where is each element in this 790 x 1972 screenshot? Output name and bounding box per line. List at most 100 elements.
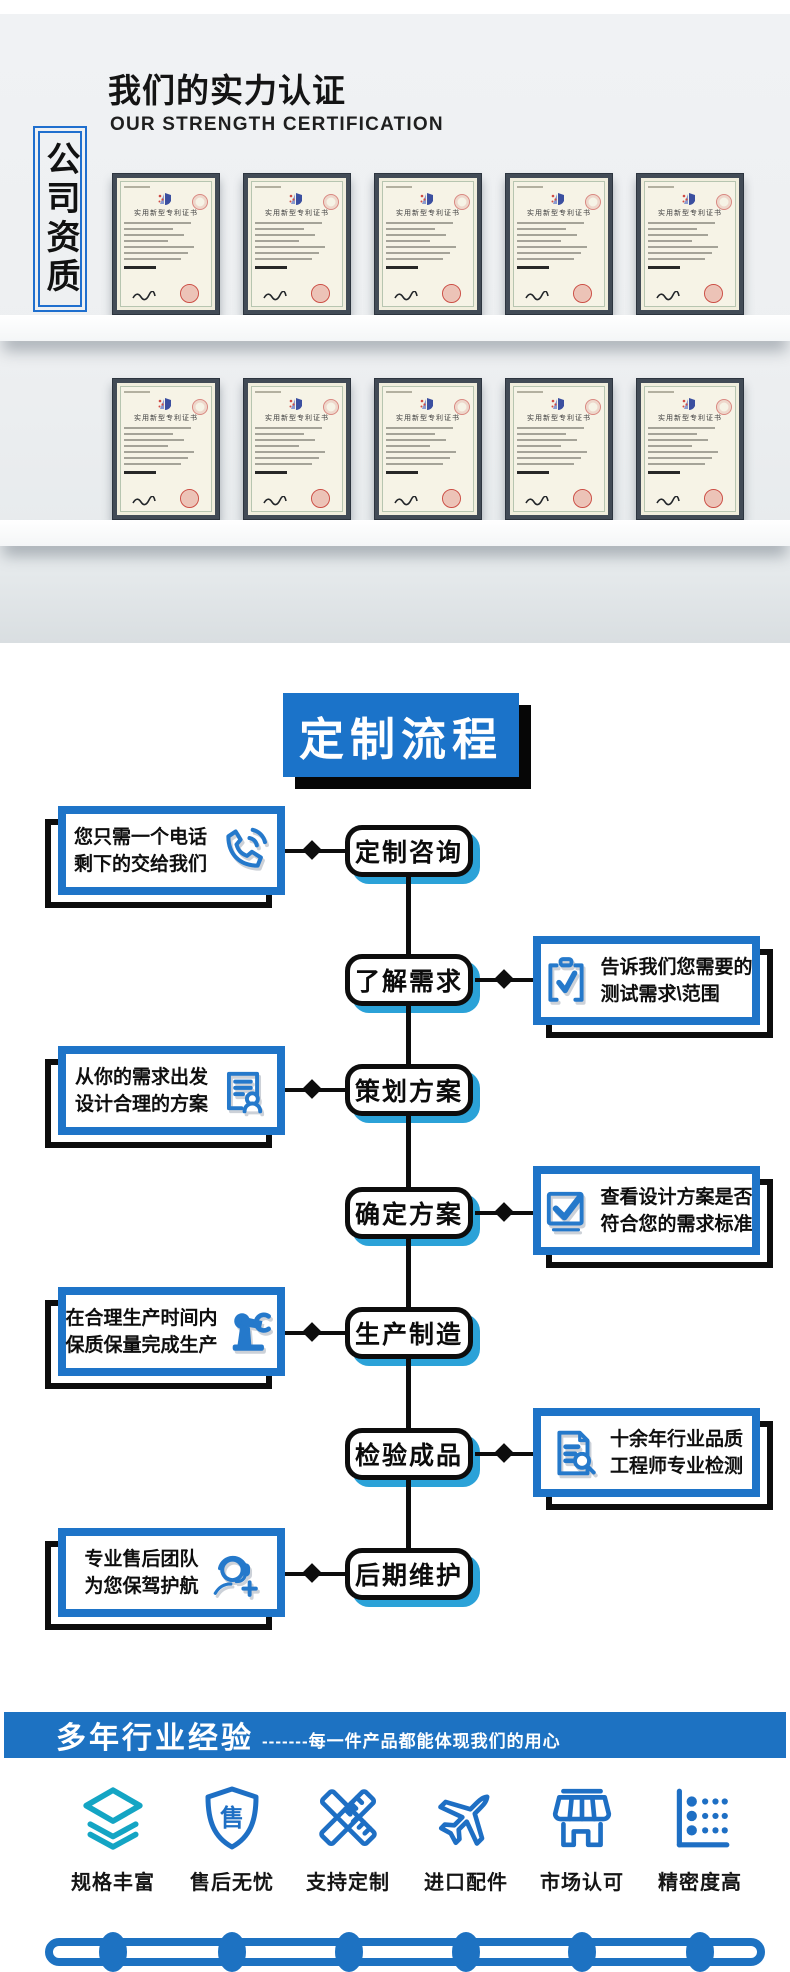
certificate-title: 实用新型专利证书 <box>265 414 329 422</box>
certificate-bold-line <box>255 266 287 269</box>
side-label-box: 公司资质 <box>33 126 87 312</box>
flow-branch-line <box>475 1202 533 1222</box>
certificate-paper: 实用新型专利证书 <box>641 383 739 515</box>
feature-item: 进口配件 <box>406 1782 526 1895</box>
certificate-title: 实用新型专利证书 <box>527 414 591 422</box>
document-search-icon <box>557 1430 596 1475</box>
certificate-paper: 实用新型专利证书 <box>510 178 608 310</box>
certificate-title: 实用新型专利证书 <box>658 414 722 422</box>
certificate-title: 实用新型专利证书 <box>396 414 460 422</box>
certificate-paper: 实用新型专利证书 <box>379 383 477 515</box>
cnipa-logo-icon <box>420 193 433 205</box>
feature-item: 支持定制 <box>288 1782 408 1895</box>
certificate-bold-line <box>386 471 418 474</box>
feature-label: 规格丰富 <box>71 1872 155 1894</box>
certificate-stamp-icon <box>192 194 208 210</box>
shelf <box>0 315 790 341</box>
certificate-bold-line <box>255 471 287 474</box>
certificate-number-line <box>255 391 281 393</box>
certificate-number-line <box>255 186 281 188</box>
timeline-dot <box>99 1932 127 1972</box>
certificate-number-line <box>648 186 674 188</box>
flow-branch-line <box>285 1079 345 1099</box>
step-info-box-5: 在合理生产时间内 保质保量完成生产 <box>45 1287 285 1389</box>
flow-node-3: 策划方案 <box>345 1064 473 1116</box>
experience-banner: 多年行业经验 -------每一件产品都能体现我们的用心 <box>4 1712 786 1758</box>
certificate-stamp-icon <box>585 399 601 415</box>
cnipa-logo-icon <box>158 193 171 205</box>
flow-branch-line <box>285 1563 345 1583</box>
signature-icon <box>394 496 418 506</box>
diamond-connector-icon <box>494 1443 514 1463</box>
step-desc-line: 您只需一个电话 <box>73 826 207 848</box>
red-seal-icon <box>704 489 723 508</box>
robot-arm-icon <box>232 1311 271 1351</box>
flow-node-6: 检验成品 <box>345 1428 473 1480</box>
certificate-paper: 实用新型专利证书 <box>117 383 215 515</box>
feature-label: 售后无忧 <box>190 1872 274 1894</box>
storefront-icon <box>552 1788 612 1848</box>
certificate-paper: 实用新型专利证书 <box>641 178 739 310</box>
step-info-box-6: 十余年行业品质 工程师专业检测 <box>533 1408 773 1510</box>
cnipa-logo-icon <box>289 193 302 205</box>
certificate-paper: 实用新型专利证书 <box>248 178 346 310</box>
signature-icon <box>263 496 287 506</box>
timeline-dot <box>335 1932 363 1972</box>
certificate-number-line <box>124 391 150 393</box>
flow-node-1: 定制咨询 <box>345 825 473 877</box>
signature-icon <box>656 496 680 506</box>
certificate-shelf-row-2: 实用新型专利证书 实用新型专利证书 <box>112 378 744 520</box>
certificate-frame: 实用新型专利证书 <box>243 378 351 520</box>
step-info-box-7: 专业售后团队 为您保驾护航 <box>45 1528 285 1630</box>
certificate-title: 实用新型专利证书 <box>134 414 198 422</box>
feature-label: 支持定制 <box>306 1872 390 1894</box>
certificate-text-lines <box>386 427 470 465</box>
certificate-paper: 实用新型专利证书 <box>510 383 608 515</box>
phone-icon <box>226 827 267 868</box>
certificate-stamp-icon <box>454 194 470 210</box>
step-info-box-4: 查看设计方案是否 符合您的需求标准 <box>533 1166 773 1268</box>
certificate-bold-line <box>386 266 418 269</box>
certificate-frame: 实用新型专利证书 <box>636 173 744 315</box>
certificate-paper: 实用新型专利证书 <box>248 383 346 515</box>
signature-icon <box>525 496 549 506</box>
flow-node-4: 确定方案 <box>345 1187 473 1239</box>
certificate-text-lines <box>255 427 339 465</box>
certificate-text-lines <box>648 222 732 260</box>
dot-chart-icon <box>676 1788 730 1848</box>
certificate-text-lines <box>648 427 732 465</box>
step-desc-line: 在合理生产时间内 <box>65 1307 218 1329</box>
certificate-stamp-icon <box>323 194 339 210</box>
step-desc-line: 设计合理的方案 <box>74 1093 208 1115</box>
signature-icon <box>263 291 287 301</box>
timeline-dot <box>686 1932 714 1972</box>
diamond-connector-icon <box>494 1202 514 1222</box>
red-seal-icon <box>442 489 461 508</box>
cnipa-logo-icon <box>551 193 564 205</box>
certificate-title: 实用新型专利证书 <box>658 209 722 217</box>
clipboard-check-icon <box>547 956 584 1002</box>
step-desc-line: 专业售后团队 <box>84 1548 199 1570</box>
step-info-box-1: 您只需一个电话 剩下的交给我们 <box>45 806 285 908</box>
certificate-title: 实用新型专利证书 <box>134 209 198 217</box>
flow-node-7: 后期维护 <box>345 1548 473 1600</box>
shield-glyph: 售 <box>220 1804 244 1832</box>
red-seal-icon <box>442 284 461 303</box>
red-seal-icon <box>311 489 330 508</box>
certificate-bold-line <box>124 266 156 269</box>
red-seal-icon <box>180 284 199 303</box>
flow-connector <box>406 1006 411 1064</box>
step-info-box-2: 告诉我们您需要的 测试需求\范围 <box>533 936 773 1038</box>
certificate-number-line <box>517 391 543 393</box>
signature-icon <box>394 291 418 301</box>
certificate-frame: 实用新型专利证书 <box>374 173 482 315</box>
certificate-text-lines <box>517 222 601 260</box>
red-seal-icon <box>573 489 592 508</box>
certificate-stamp-icon <box>716 399 732 415</box>
certificate-frame: 实用新型专利证书 <box>112 378 220 520</box>
feature-label: 精密度高 <box>658 1872 742 1894</box>
certificate-text-lines <box>517 427 601 465</box>
signature-icon <box>132 291 156 301</box>
certificate-stamp-icon <box>454 399 470 415</box>
